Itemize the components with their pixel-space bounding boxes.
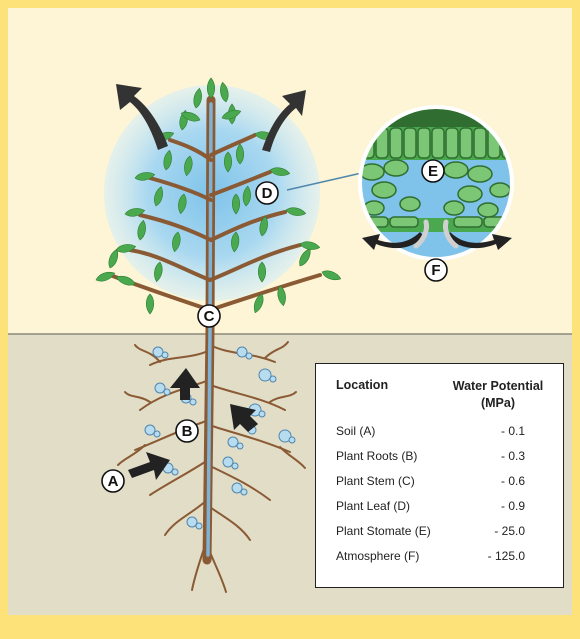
callout-e: E <box>422 160 444 182</box>
row-value: - 0.1 <box>501 424 525 438</box>
callout-b: B <box>176 420 198 442</box>
row-location: Plant Stomate (E) <box>336 524 431 538</box>
table-header-water-potential: Water Potential (MPa) <box>438 378 558 412</box>
table-row: Soil (A) - 0.1 <box>316 424 563 449</box>
callout-d-label: D <box>262 185 273 202</box>
table-row: Plant Stem (C) - 0.6 <box>316 474 563 499</box>
table-rows: Soil (A) - 0.1 Plant Roots (B) - 0.3 Pla… <box>316 424 563 574</box>
row-location: Plant Roots (B) <box>336 449 417 463</box>
callout-d: D <box>256 182 278 204</box>
row-value: - 25.0 <box>494 524 525 538</box>
table-header-location: Location <box>336 378 388 392</box>
callout-e-label: E <box>428 163 438 180</box>
row-value: - 0.3 <box>501 449 525 463</box>
callout-f-label: F <box>431 262 440 279</box>
callout-b-label: B <box>182 423 193 440</box>
water-potential-table: Location Water Potential (MPa) Soil (A) … <box>315 363 564 588</box>
callout-a: A <box>102 470 124 492</box>
callout-c-label: C <box>204 308 215 325</box>
callout-f: F <box>425 259 447 281</box>
callout-c: C <box>198 305 220 327</box>
callout-a-label: A <box>108 473 119 490</box>
row-location: Atmosphere (F) <box>336 549 419 563</box>
row-location: Plant Stem (C) <box>336 474 415 488</box>
table-row: Atmosphere (F) - 125.0 <box>316 549 563 574</box>
table-row: Plant Stomate (E) - 25.0 <box>316 524 563 549</box>
row-value: - 0.9 <box>501 499 525 513</box>
row-location: Plant Leaf (D) <box>336 499 410 513</box>
table-row: Plant Leaf (D) - 0.9 <box>316 499 563 524</box>
row-location: Soil (A) <box>336 424 375 438</box>
row-value: - 0.6 <box>501 474 525 488</box>
row-value: - 125.0 <box>488 549 525 563</box>
table-row: Plant Roots (B) - 0.3 <box>316 449 563 474</box>
